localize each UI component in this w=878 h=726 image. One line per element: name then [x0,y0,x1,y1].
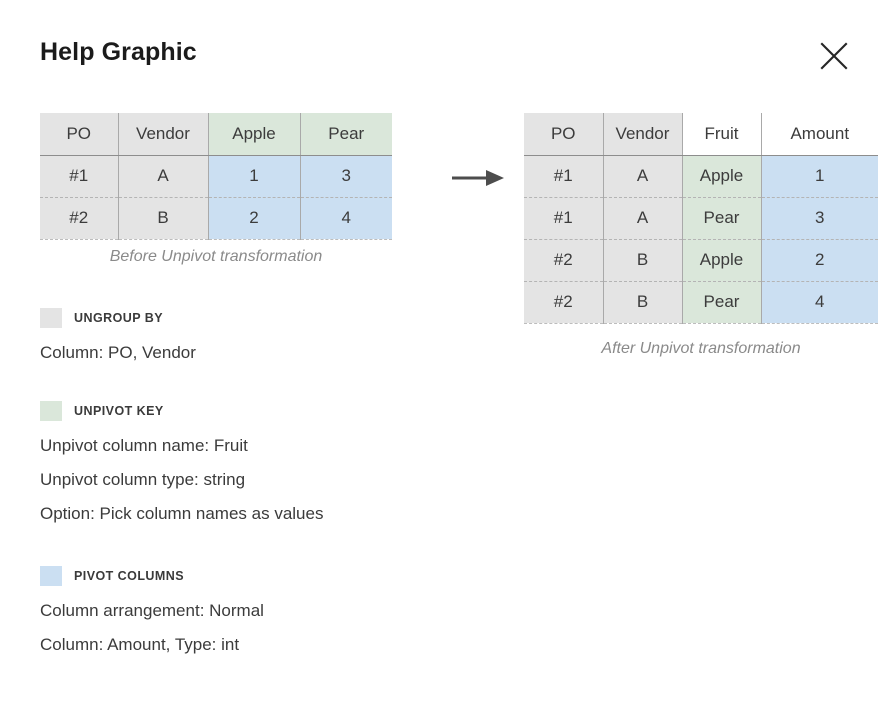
table-row: #2 B Pear 4 [524,280,878,324]
cell-amount: 4 [760,280,878,324]
cell-vendor: B [117,196,208,240]
cell-po: #1 [524,155,603,197]
arrow-right-icon [452,166,508,190]
cell-po: #1 [524,196,603,239]
page-title: Help Graphic [40,38,197,66]
column-header-fruit: Fruit [681,113,761,156]
legend-title-pivot-columns: PIVOT COLUMNS [74,569,185,583]
legend-section-ungroup-by: UNGROUP BY Column: PO, Vendor [40,308,196,370]
cell-vendor: B [602,238,682,281]
cell-pear: 3 [299,155,392,197]
legend-line-unpivot-option: Option: Pick column names as values [40,504,324,523]
cell-amount: 3 [760,196,878,239]
pivot-color-swatch-icon [40,566,62,586]
column-header-po: PO [524,113,603,156]
table-row: #2 B 2 4 [40,196,392,240]
table-header-row: PO Vendor Apple Pear [40,113,392,156]
legend-header: UNPIVOT KEY [40,401,323,421]
cell-amount: 1 [760,155,878,197]
cell-vendor: A [117,155,208,197]
cell-pear: 4 [299,196,392,240]
before-table-caption: Before Unpivot transformation [109,248,323,265]
cell-vendor: B [602,280,682,324]
legend-line-column-arrangement: Column arrangement: Normal [40,601,264,620]
cell-fruit: Apple [681,155,761,197]
legend-section-pivot-columns: PIVOT COLUMNS Column arrangement: Normal… [40,566,264,662]
cell-fruit: Apple [681,238,761,281]
table-row: #1 A Pear 3 [524,196,878,239]
legend-header: UNGROUP BY [40,308,196,328]
close-button[interactable] [812,36,856,76]
legend-line-unpivot-column-name: Unpivot column name: Fruit [40,436,248,455]
cell-po: #2 [40,196,118,240]
unpivot-color-swatch-icon [40,401,62,421]
column-header-amount: Amount [760,113,878,156]
cell-fruit: Pear [681,196,761,239]
after-table-caption: After Unpivot transformation [601,340,801,357]
table-row: #1 A 1 3 [40,155,392,197]
cell-po: #1 [40,155,118,197]
cell-po: #2 [524,280,603,324]
legend-body: Column arrangement: Normal Column: Amoun… [40,594,264,662]
after-unpivot-table: PO Vendor Fruit Amount #1 A Apple 1 #1 A… [524,113,878,324]
column-header-pear: Pear [299,113,392,156]
legend-line-unpivot-column-type: Unpivot column type: string [40,470,246,489]
cell-apple: 1 [207,155,300,197]
table-row: #1 A Apple 1 [524,155,878,197]
column-header-apple: Apple [207,113,300,156]
cell-apple: 2 [207,196,300,240]
table-header-row: PO Vendor Fruit Amount [524,113,878,156]
cell-vendor: A [602,196,682,239]
cell-fruit: Pear [681,280,761,324]
column-header-po: PO [40,113,118,156]
legend-header: PIVOT COLUMNS [40,566,264,586]
cell-amount: 2 [760,238,878,281]
legend-body: Column: PO, Vendor [40,336,196,370]
legend-title-ungroup-by: UNGROUP BY [74,311,164,325]
legend-section-unpivot-key: UNPIVOT KEY Unpivot column name: Fruit U… [40,401,323,531]
cell-vendor: A [602,155,682,197]
legend-line-pivot-column: Column: Amount, Type: int [40,635,240,654]
column-header-vendor: Vendor [602,113,682,156]
column-header-vendor: Vendor [117,113,208,156]
ungroup-color-swatch-icon [40,308,62,328]
table-row: #2 B Apple 2 [524,238,878,281]
legend-body: Unpivot column name: Fruit Unpivot colum… [40,429,323,531]
cell-po: #2 [524,238,603,281]
legend-title-unpivot-key: UNPIVOT KEY [74,404,164,418]
close-icon [819,41,849,71]
before-unpivot-table: PO Vendor Apple Pear #1 A 1 3 #2 B 2 4 [40,113,392,240]
legend-line-ungroup-columns: Column: PO, Vendor [40,343,196,362]
